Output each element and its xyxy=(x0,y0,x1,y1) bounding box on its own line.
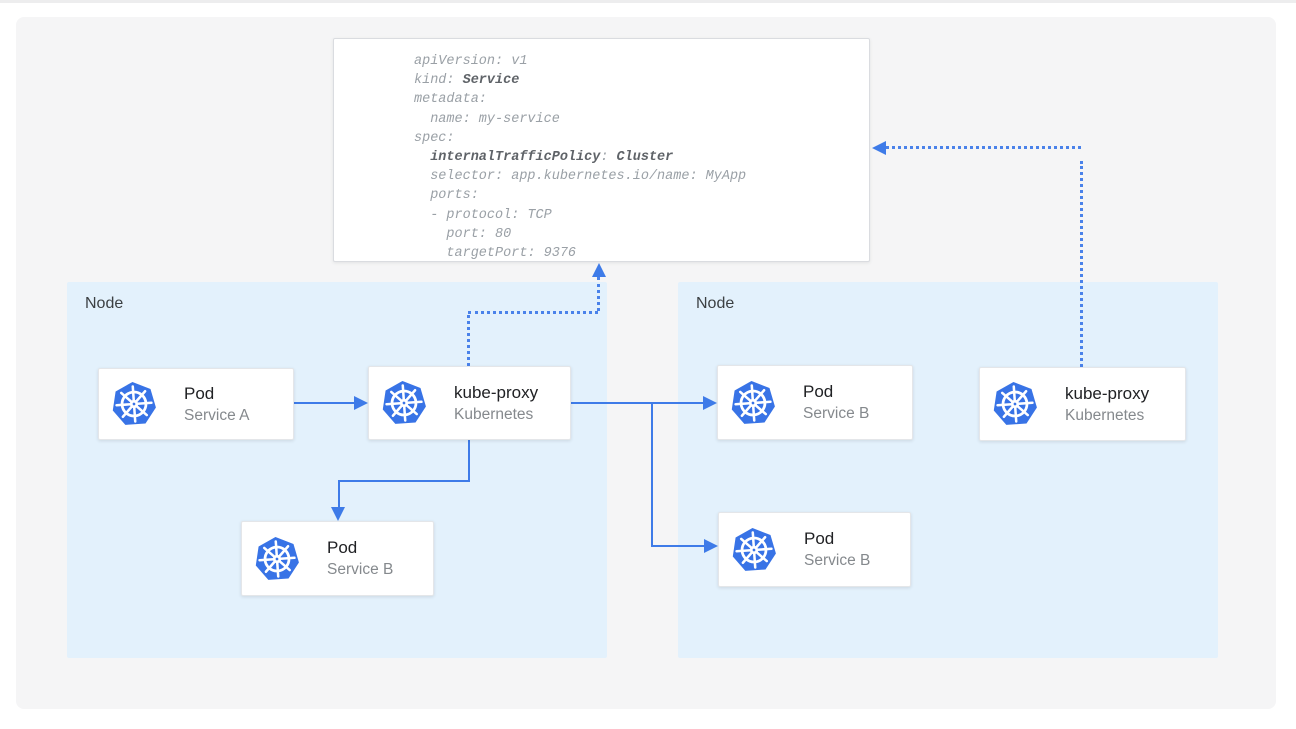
arrowhead-to-pod-b-right-bottom xyxy=(704,539,718,553)
yaml-line: port: 80 xyxy=(414,226,512,242)
node-label: Node xyxy=(85,295,124,312)
yaml-line: selector: app.kubernetes.io/name: MyApp xyxy=(414,169,747,185)
yaml-line: - protocol: TCP xyxy=(414,207,552,223)
node-box-right: Node xyxy=(678,282,1218,658)
yaml-line: ports: xyxy=(414,188,479,204)
arrowhead-to-pod-b-right-top xyxy=(703,396,717,410)
card-title: kube-proxy xyxy=(1065,383,1150,403)
card-title: Pod xyxy=(184,383,215,403)
pod-service-b-right-top-card: Pod Service B xyxy=(717,365,913,440)
arrowhead-to-yaml-bottom xyxy=(592,263,606,277)
yaml-line: internalTrafficPolicy: Cluster xyxy=(430,150,674,166)
card-subtitle: Service A xyxy=(184,406,250,424)
kube-proxy-left-card: kube-proxy Kubernetes xyxy=(368,366,571,440)
node-box-left: Node xyxy=(67,282,607,658)
dotted-horizontal-left-node xyxy=(468,311,598,314)
yaml-line: spec: xyxy=(414,130,455,146)
line-kube-proxy-down xyxy=(468,440,470,482)
dotted-horizontal-to-yaml xyxy=(886,146,1081,149)
yaml-line: targetPort: 9376 xyxy=(414,246,577,262)
yaml-line: apiVersion: v1 xyxy=(414,54,528,69)
dotted-kube-proxy-right-up xyxy=(1080,161,1083,367)
card-title: kube-proxy xyxy=(454,382,539,402)
yaml-line: kind: Service xyxy=(414,73,520,89)
kubernetes-icon xyxy=(255,536,299,580)
kubernetes-icon xyxy=(732,527,776,571)
yaml-line: metadata: xyxy=(414,92,487,108)
yaml-code-block: apiVersion: v1 kind: Service metadata: nam… xyxy=(414,52,869,262)
dotted-kube-proxy-up xyxy=(467,315,470,366)
pod-service-a-card: Pod Service A xyxy=(98,368,294,440)
pod-service-b-right-bottom-card: Pod Service B xyxy=(718,512,911,587)
top-divider xyxy=(0,0,1296,3)
kubernetes-icon xyxy=(112,381,156,425)
arrowhead-to-yaml-right xyxy=(872,141,886,155)
card-title: Pod xyxy=(804,529,835,548)
arrowhead-to-pod-b-left xyxy=(331,507,345,521)
arrowhead-pod-a-to-kube-proxy xyxy=(354,396,368,410)
line-to-pod-b-left xyxy=(338,480,340,507)
line-branch-down xyxy=(651,402,653,546)
node-label: Node xyxy=(696,295,735,312)
line-kube-proxy-left xyxy=(338,480,470,482)
line-kube-proxy-to-right-node xyxy=(571,402,704,404)
card-subtitle: Service B xyxy=(327,561,394,578)
service-yaml-card: apiVersion: v1 kind: Service metadata: nam… xyxy=(333,38,870,262)
card-subtitle: Kubernetes xyxy=(454,405,534,423)
yaml-line: name: my-service xyxy=(414,111,560,127)
card-title: Pod xyxy=(803,382,834,401)
card-subtitle: Service B xyxy=(804,552,871,569)
card-title: Pod xyxy=(327,538,358,557)
kubernetes-icon xyxy=(993,381,1037,425)
kube-proxy-right-card: kube-proxy Kubernetes xyxy=(979,367,1186,441)
pod-service-b-left-card: Pod Service B xyxy=(241,521,434,596)
line-pod-a-to-kube-proxy xyxy=(294,402,356,404)
card-subtitle: Kubernetes xyxy=(1065,406,1145,424)
kubernetes-icon xyxy=(382,380,426,424)
kubernetes-icon xyxy=(731,380,775,424)
card-subtitle: Service B xyxy=(803,405,870,422)
line-branch-right xyxy=(651,545,704,547)
dotted-to-yaml-bottom xyxy=(597,277,600,311)
